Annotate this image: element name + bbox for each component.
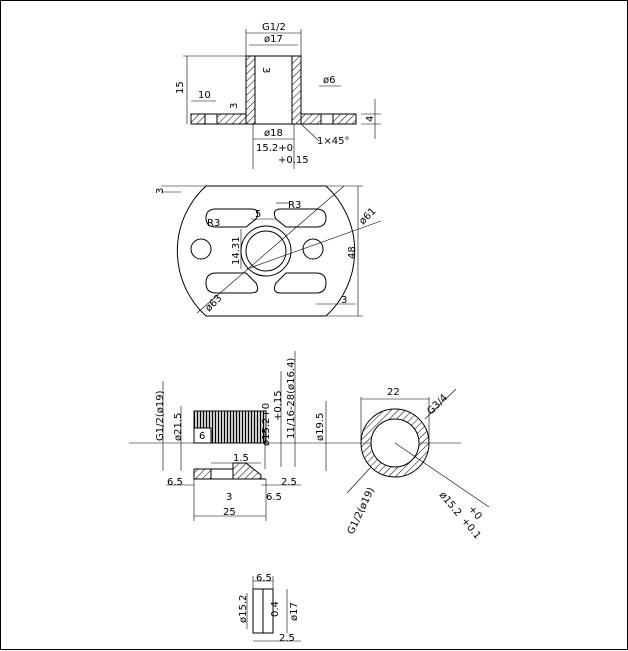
washer-view: 6.5 ø15.2 0.4 ø17 2.5 xyxy=(238,573,301,644)
w6-label: 6 xyxy=(199,431,205,442)
chamfer-label: 1×45° xyxy=(317,136,349,147)
height15-label: 15 xyxy=(175,81,186,94)
flange3-label: 3 xyxy=(229,103,240,109)
flange-hole-left xyxy=(204,113,218,125)
washer-dia152-label: ø15.2 xyxy=(238,595,249,623)
plate-outline xyxy=(176,185,356,317)
washer-w65-label: 6.5 xyxy=(256,573,272,584)
center-bore-inner xyxy=(245,230,287,272)
w65-left-label: 6.5 xyxy=(167,477,183,488)
slot-top-right xyxy=(273,208,327,228)
washer-dia17-label: ø17 xyxy=(289,602,300,621)
plate-w3-label: 3 xyxy=(341,295,347,306)
radius3-top-label: R3 xyxy=(288,200,301,211)
w25-right-label: 2.5 xyxy=(281,477,297,488)
fitting-view: G1/2(ø19) ø21.5 6 ø15.2+0 +0.15 11/16-28… xyxy=(129,351,331,521)
dia6-label: ø6 xyxy=(323,75,335,86)
tube-wall-left xyxy=(245,55,256,125)
w65-right-label: 6.5 xyxy=(266,492,282,503)
mount-hole-left xyxy=(190,238,212,260)
w25-total-label: 25 xyxy=(223,507,236,518)
plate-3-label: 3 xyxy=(155,188,166,194)
plate-view: 3 R3 R3 5 ø61 14.31 48 ø63 3 xyxy=(155,185,382,317)
ring-view: 22 G3/4 ø15.2 +0 +0.1 G1/2(ø19) xyxy=(331,387,490,542)
ring-w22-label: 22 xyxy=(387,387,400,398)
tube-wall-right xyxy=(291,55,302,125)
ring-dia152-label: ø15.2 xyxy=(437,490,464,519)
washer-t04-label: 0.4 xyxy=(270,601,281,617)
ring-tol01-label: +0.1 xyxy=(459,516,483,542)
dim1431-label: 14.31 xyxy=(231,236,242,265)
w3-label: 3 xyxy=(226,492,232,503)
slot-bottom-right xyxy=(273,272,327,294)
top-section-view: G1/2 ø17 3 ø6 15 10 3 4 ø18 1×45° 15.2+0… xyxy=(175,22,381,169)
flange-left-section xyxy=(190,113,247,125)
thick4-label: 4 xyxy=(365,116,376,122)
thread-label: G1/2 xyxy=(262,22,286,33)
dia152-fitting-label: ø15.2+0 xyxy=(261,403,272,446)
thread-11-16-label: 11/16-28(ø16.4) xyxy=(286,358,297,439)
washer-w25-label: 2.5 xyxy=(279,633,295,644)
wall3-label: 3 xyxy=(260,67,271,73)
dia61-label: ø61 xyxy=(357,206,378,227)
dia63-label: ø63 xyxy=(203,293,224,314)
radius3-left-label: R3 xyxy=(207,218,220,229)
slot-top-left xyxy=(205,208,259,228)
dia195-label: ø19.5 xyxy=(315,413,326,441)
w15-label: 1.5 xyxy=(233,453,249,464)
flange-hole-right xyxy=(320,113,334,125)
tol-base-label: 15.2+0 xyxy=(256,143,293,154)
mount-hole-right xyxy=(302,238,324,260)
dia18-label: ø18 xyxy=(264,128,283,139)
dia17-label: ø17 xyxy=(264,34,283,45)
hex-shoulder xyxy=(193,427,212,444)
ring-g12-label: G1/2(ø19) xyxy=(346,486,377,536)
width10-label: 10 xyxy=(198,90,211,101)
fitting-section-left xyxy=(193,468,212,480)
height48-label: 48 xyxy=(347,246,358,259)
slot-bottom-left xyxy=(205,272,259,294)
g12-fitting-label: G1/2(ø19) xyxy=(155,390,166,441)
tol-plus-label: +0.15 xyxy=(278,155,309,166)
tol015-label: +0.15 xyxy=(273,390,284,421)
dia215-label: ø21.5 xyxy=(173,413,184,441)
fitting-section-right xyxy=(232,462,262,480)
web5-label: 5 xyxy=(255,209,261,220)
g34-label: G3/4 xyxy=(425,392,450,417)
